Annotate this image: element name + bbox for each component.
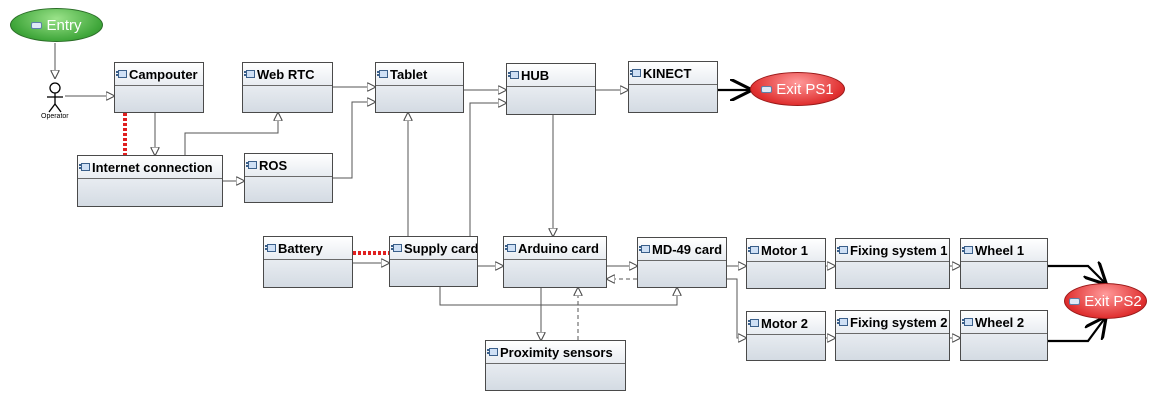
component-label: HUB bbox=[521, 67, 550, 83]
operator-figure bbox=[47, 82, 63, 113]
component-icon bbox=[837, 318, 848, 326]
component-icon bbox=[244, 70, 255, 78]
tablet-component[interactable]: Tablet bbox=[375, 62, 464, 113]
component-icon bbox=[377, 70, 388, 78]
component-icon bbox=[837, 246, 848, 254]
fixing-system2-component[interactable]: Fixing system 2 bbox=[835, 310, 950, 361]
wheel1-component[interactable]: Wheel 1 bbox=[960, 238, 1048, 289]
component-label: Arduino card bbox=[518, 240, 599, 256]
edge-wheel1-exit2 bbox=[1048, 266, 1105, 283]
component-icon bbox=[630, 69, 641, 77]
arduino-card-component[interactable]: Arduino card bbox=[503, 236, 607, 288]
component-icon bbox=[246, 161, 257, 169]
component-label: Motor 2 bbox=[761, 315, 808, 331]
webrtc-component[interactable]: Web RTC bbox=[242, 62, 333, 113]
edge-internet-webrtc bbox=[184, 113, 278, 155]
exit-ps1-node[interactable]: Exit PS1 bbox=[750, 72, 845, 106]
component-icon bbox=[487, 348, 498, 356]
exit-ps2-label: Exit PS2 bbox=[1084, 292, 1142, 310]
component-label: Internet connection bbox=[92, 159, 213, 175]
component-label: Tablet bbox=[390, 66, 428, 82]
entry-node[interactable]: Entry bbox=[10, 8, 103, 42]
edge-supply-hub bbox=[469, 103, 506, 236]
component-icon bbox=[962, 318, 973, 326]
operator-label: Operator bbox=[41, 113, 69, 120]
edge-md49-motor2 bbox=[727, 278, 746, 338]
collapse-icon bbox=[1069, 297, 1081, 305]
md49-card-component[interactable]: MD-49 card bbox=[637, 237, 727, 288]
component-label: Proximity sensors bbox=[500, 344, 613, 360]
collapse-icon bbox=[761, 85, 773, 93]
component-label: KINECT bbox=[643, 65, 692, 81]
fixing-system1-component[interactable]: Fixing system 1 bbox=[835, 238, 950, 289]
component-label: Wheel 1 bbox=[975, 242, 1025, 258]
component-label: Motor 1 bbox=[761, 242, 808, 258]
wheel2-component[interactable]: Wheel 2 bbox=[960, 310, 1048, 361]
collapse-icon bbox=[31, 21, 43, 29]
component-icon bbox=[748, 246, 759, 254]
internet-connection-component[interactable]: Internet connection bbox=[77, 155, 223, 207]
ros-component[interactable]: ROS bbox=[244, 153, 333, 203]
hub-component[interactable]: HUB bbox=[506, 63, 596, 115]
component-label: Campouter bbox=[129, 66, 198, 82]
exit-ps1-label: Exit PS1 bbox=[776, 80, 834, 98]
exit-ps2-node[interactable]: Exit PS2 bbox=[1064, 283, 1147, 319]
component-label: Fixing system 2 bbox=[850, 314, 948, 330]
kinect-component[interactable]: KINECT bbox=[628, 61, 718, 113]
motor2-component[interactable]: Motor 2 bbox=[746, 311, 826, 361]
motor1-component[interactable]: Motor 1 bbox=[746, 238, 826, 289]
entry-label: Entry bbox=[46, 16, 82, 34]
supply-card-component[interactable]: Supply card bbox=[389, 236, 478, 287]
component-icon bbox=[505, 244, 516, 252]
component-icon bbox=[116, 70, 127, 78]
component-icon bbox=[508, 71, 519, 79]
component-label: Supply card bbox=[404, 240, 477, 256]
edge-ros-tablet bbox=[333, 102, 375, 179]
campouter-component[interactable]: Campouter bbox=[114, 62, 204, 113]
component-icon bbox=[391, 244, 402, 252]
battery-component[interactable]: Battery bbox=[263, 236, 353, 288]
component-label: Web RTC bbox=[257, 66, 315, 82]
component-label: MD-49 card bbox=[652, 241, 723, 257]
component-icon bbox=[748, 319, 759, 327]
component-label: Battery bbox=[278, 240, 323, 256]
component-icon bbox=[79, 163, 90, 171]
component-icon bbox=[265, 244, 276, 252]
proximity-sensors-component[interactable]: Proximity sensors bbox=[485, 340, 626, 391]
edge-supply-md49 bbox=[439, 287, 677, 306]
component-label: ROS bbox=[259, 157, 288, 173]
component-label: Wheel 2 bbox=[975, 314, 1025, 330]
component-label: Fixing system 1 bbox=[850, 242, 948, 258]
component-icon bbox=[962, 246, 973, 254]
component-icon bbox=[639, 245, 650, 253]
edge-wheel2-exit2 bbox=[1048, 318, 1105, 343]
